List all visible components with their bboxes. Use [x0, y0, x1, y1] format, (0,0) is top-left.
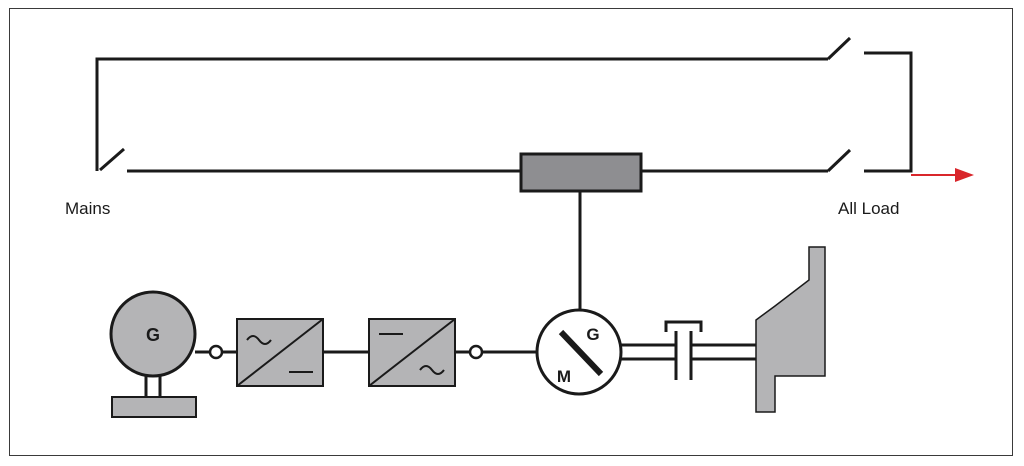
bypass-switch — [826, 36, 852, 61]
load-label: All Load — [838, 199, 900, 218]
ac-wave-icon — [246, 335, 272, 345]
generator-icon — [109, 290, 197, 378]
rectifier-diagonal — [236, 318, 324, 387]
clutch-actuator — [664, 320, 703, 332]
output-switch — [826, 148, 852, 173]
motor-generator-slash — [558, 329, 604, 377]
mains-label: Mains — [65, 199, 111, 218]
terminal-right — [468, 344, 484, 360]
mains-switch — [99, 147, 125, 172]
motor-label: M — [557, 367, 571, 386]
bypass-line — [95, 57, 828, 171]
flywheel-icon — [755, 246, 826, 413]
output-bus — [864, 51, 913, 173]
terminal-left — [208, 344, 224, 360]
load-arrow-icon — [955, 168, 974, 182]
generator-base — [111, 396, 197, 418]
generator-side-label: G — [586, 325, 599, 344]
ac-wave-icon — [419, 365, 445, 375]
inverter-diagonal — [368, 318, 456, 387]
diagram-frame — [9, 8, 1013, 456]
coupling-block — [519, 152, 643, 193]
generator-label: G — [146, 325, 160, 345]
